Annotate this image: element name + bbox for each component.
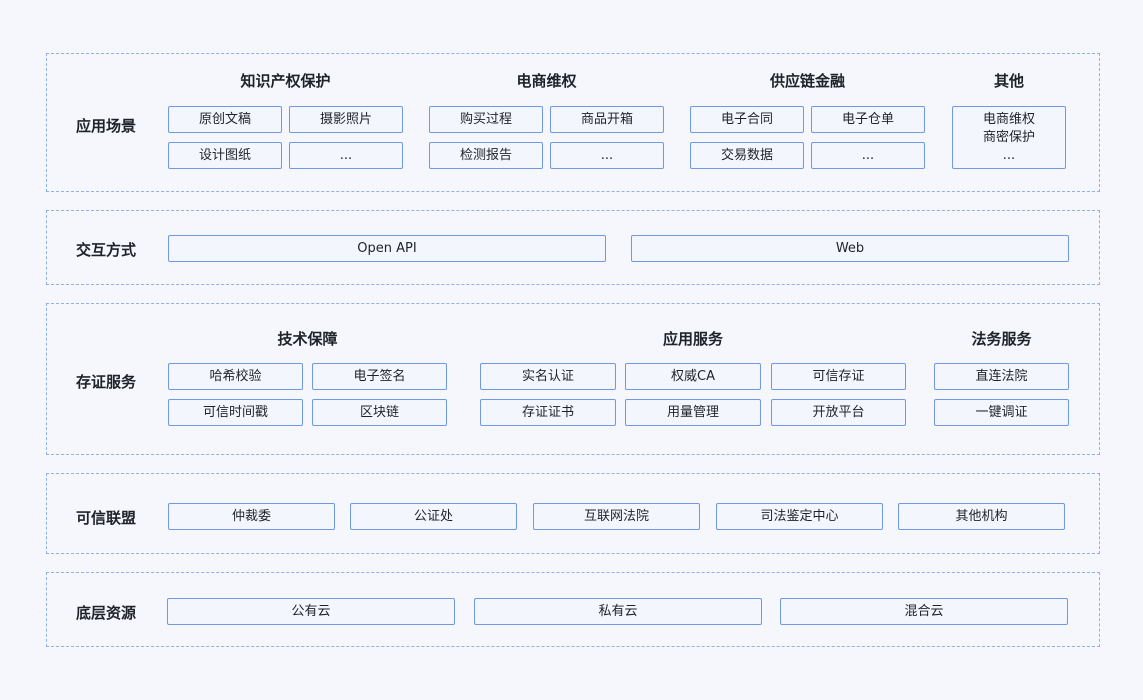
layer-evidence-service: 存证服务 技术保障 哈希校验 电子签名 可信时间戳 区块链 应用服务 实名认证 … xyxy=(46,303,1100,455)
box-original-manuscript: 原创文稿 xyxy=(168,106,282,133)
layer-interaction: 交互方式 Open API Web xyxy=(46,210,1100,285)
layer-label-evidence: 存证服务 xyxy=(76,373,137,391)
layer-infrastructure: 底层资源 公有云 私有云 混合云 xyxy=(46,572,1100,647)
box-unboxing: 商品开箱 xyxy=(550,106,664,133)
layer-label-interaction: 交互方式 xyxy=(76,241,137,259)
box-hash-check: 哈希校验 xyxy=(168,363,303,390)
box-authority-ca: 权威CA xyxy=(625,363,761,390)
box-other-institutions: 其他机构 xyxy=(898,503,1065,530)
box-ip-more: ... xyxy=(289,142,403,169)
box-evidence-certificate: 存证证书 xyxy=(480,399,616,426)
layer-label-application: 应用场景 xyxy=(76,117,137,135)
box-e-contract: 电子合同 xyxy=(690,106,804,133)
box-purchase-process: 购买过程 xyxy=(429,106,543,133)
group-title-app-service: 应用服务 xyxy=(662,330,723,348)
box-supply-more: ... xyxy=(811,142,925,169)
box-one-click-retrieval: 一键调证 xyxy=(934,399,1069,426)
box-private-cloud: 私有云 xyxy=(474,598,762,625)
group-title-ecommerce: 电商维权 xyxy=(516,72,577,90)
other-item-ecommerce-rights: 电商维权 xyxy=(982,111,1035,127)
box-blockchain: 区块链 xyxy=(312,399,447,426)
box-e-signature: 电子签名 xyxy=(312,363,447,390)
box-arbitration: 仲裁委 xyxy=(168,503,335,530)
group-title-other: 其他 xyxy=(993,72,1024,90)
box-trusted-timestamp: 可信时间戳 xyxy=(168,399,303,426)
box-forensic-center: 司法鉴定中心 xyxy=(716,503,883,530)
group-title-tech-guarantee: 技术保障 xyxy=(277,330,338,348)
group-title-supply-chain-finance: 供应链金融 xyxy=(769,72,845,90)
box-trusted-evidence: 可信存证 xyxy=(771,363,906,390)
box-ecommerce-more: ... xyxy=(550,142,664,169)
group-title-legal-service: 法务服务 xyxy=(971,330,1032,348)
layer-application-scenarios: 应用场景 知识产权保护 原创文稿 摄影照片 设计图纸 ... 电商维权 购买过程… xyxy=(46,53,1100,192)
box-inspection-report: 检测报告 xyxy=(429,142,543,169)
box-other-scenarios: 电商维权 商密保护 ... xyxy=(952,106,1066,169)
box-notary: 公证处 xyxy=(350,503,517,530)
box-public-cloud: 公有云 xyxy=(167,598,455,625)
box-e-warehouse-receipt: 电子仓单 xyxy=(811,106,925,133)
box-internet-court: 互联网法院 xyxy=(533,503,700,530)
box-real-name-auth: 实名认证 xyxy=(480,363,616,390)
other-item-more: ... xyxy=(1002,147,1016,163)
layer-label-resources: 底层资源 xyxy=(76,604,137,622)
box-open-api: Open API xyxy=(168,235,606,262)
other-item-trade-secret: 商密保护 xyxy=(982,129,1035,145)
box-open-platform: 开放平台 xyxy=(771,399,906,426)
layer-label-alliance: 可信联盟 xyxy=(76,509,137,527)
box-design-drawing: 设计图纸 xyxy=(168,142,282,169)
layer-trusted-alliance: 可信联盟 仲裁委 公证处 互联网法院 司法鉴定中心 其他机构 xyxy=(46,473,1100,554)
box-usage-management: 用量管理 xyxy=(625,399,761,426)
box-photography: 摄影照片 xyxy=(289,106,403,133)
box-web: Web xyxy=(631,235,1069,262)
group-title-ip-protection: 知识产权保护 xyxy=(240,72,331,90)
box-transaction-data: 交易数据 xyxy=(690,142,804,169)
box-direct-court: 直连法院 xyxy=(934,363,1069,390)
box-hybrid-cloud: 混合云 xyxy=(780,598,1068,625)
